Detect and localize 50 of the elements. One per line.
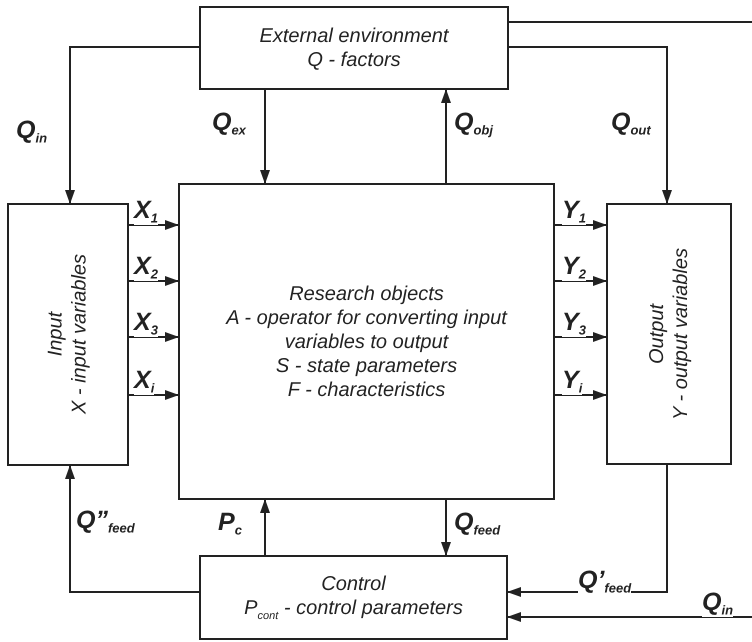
edge-label: Y$_{i}$	[562, 368, 582, 395]
node-text: External environment	[260, 24, 448, 48]
edge-label: P$_{c}$	[218, 510, 242, 537]
edge-label: X$_{2}$	[134, 254, 158, 281]
node-text: P$_{cont}$ - control parameters	[244, 596, 463, 624]
node-text: Y - output variables	[668, 248, 692, 420]
arrow	[507, 612, 752, 622]
edge-label: Q”$_{feed}$	[76, 508, 135, 535]
node-text: Q - factors	[307, 48, 401, 72]
edge-label: X$_{1}$	[134, 198, 158, 225]
arrow	[129, 390, 179, 400]
arrow	[509, 46, 672, 204]
node-text: Research objects	[289, 282, 444, 306]
node-text: F - characteristics	[288, 378, 446, 402]
edge-label: Q$_{out}$	[611, 110, 651, 137]
arrow	[260, 499, 270, 555]
node-text: A - operator for converting input variables to output	[224, 306, 508, 354]
arrow	[555, 390, 607, 400]
arrow	[129, 332, 179, 342]
edge-label: Q$_{in}$	[16, 118, 48, 145]
process-box	[7, 203, 129, 466]
process-box	[606, 203, 732, 465]
edge-label: Q’$_{feed}$	[578, 568, 632, 595]
edge-label: Y$_{1}$	[562, 198, 586, 225]
edge-label: Q$_{obj}$	[454, 110, 493, 137]
process-box	[199, 6, 509, 90]
arrow	[260, 90, 270, 184]
edge-label: X$_{3}$	[134, 310, 158, 337]
arrow	[129, 276, 179, 286]
arrow	[555, 332, 607, 342]
arrow	[65, 465, 199, 593]
arrow	[441, 500, 451, 556]
edge-label: Y$_{3}$	[562, 310, 586, 337]
node-text: Input	[44, 312, 68, 356]
edge-label: Q$_{feed}$	[454, 510, 500, 537]
node-text: Output	[644, 303, 668, 364]
edge-label: X$_{i}$	[134, 368, 154, 395]
arrow	[129, 220, 179, 230]
edge-label: Q$_{in}$	[702, 590, 734, 617]
arrow	[65, 46, 199, 204]
arrow	[441, 89, 451, 183]
node-text: Control	[321, 572, 386, 596]
process-box	[178, 183, 555, 500]
edge-label: Y$_{2}$	[562, 254, 586, 281]
node-text: S - state parameters	[276, 354, 458, 378]
node-text: X - input variables	[68, 254, 92, 414]
process-box	[199, 555, 508, 640]
edge-label: Q$_{ex}$	[212, 110, 246, 137]
arrow	[555, 276, 607, 286]
arrow	[555, 220, 607, 230]
